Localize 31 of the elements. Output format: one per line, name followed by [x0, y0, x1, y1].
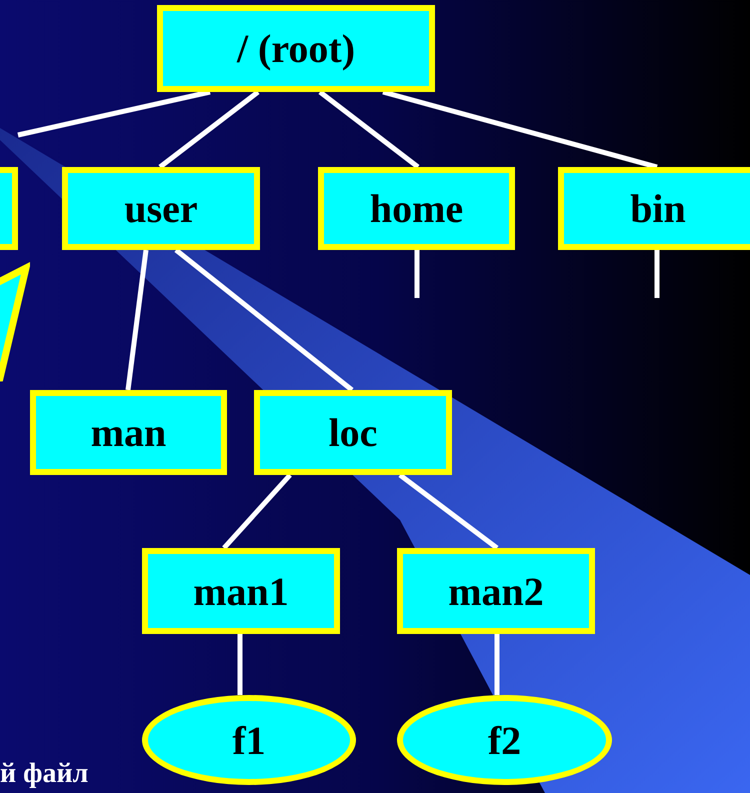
connector-line — [126, 250, 148, 390]
connector-line — [398, 473, 498, 550]
caption-text: й файл — [0, 758, 88, 790]
directory-box — [30, 390, 227, 475]
connector-line — [414, 250, 420, 298]
connector-line — [654, 250, 660, 298]
node-label: man — [90, 409, 166, 456]
directory-box — [397, 548, 595, 634]
connector-line — [174, 248, 354, 392]
node-label: f1 — [232, 716, 266, 764]
directory-box — [558, 167, 750, 250]
connector-line — [222, 473, 292, 550]
node-label: man2 — [448, 568, 544, 614]
directory-box — [254, 390, 452, 475]
node-label: f2 — [488, 716, 522, 764]
directory-box — [157, 5, 435, 92]
connector-line — [158, 90, 260, 169]
node-label: / (root) — [236, 25, 356, 72]
connector-line — [17, 90, 211, 138]
node-label: home — [370, 185, 464, 232]
directory-box — [142, 548, 340, 634]
connector-line — [382, 90, 658, 170]
connector-line — [318, 90, 420, 169]
directory-box — [318, 167, 515, 250]
directory-box — [62, 167, 260, 250]
node-label: user — [124, 185, 198, 232]
node-label: loc — [328, 409, 378, 456]
node-label: bin — [630, 185, 686, 232]
node-label: man1 — [193, 568, 289, 614]
connector-line — [238, 634, 242, 695]
connector-line — [494, 634, 500, 695]
